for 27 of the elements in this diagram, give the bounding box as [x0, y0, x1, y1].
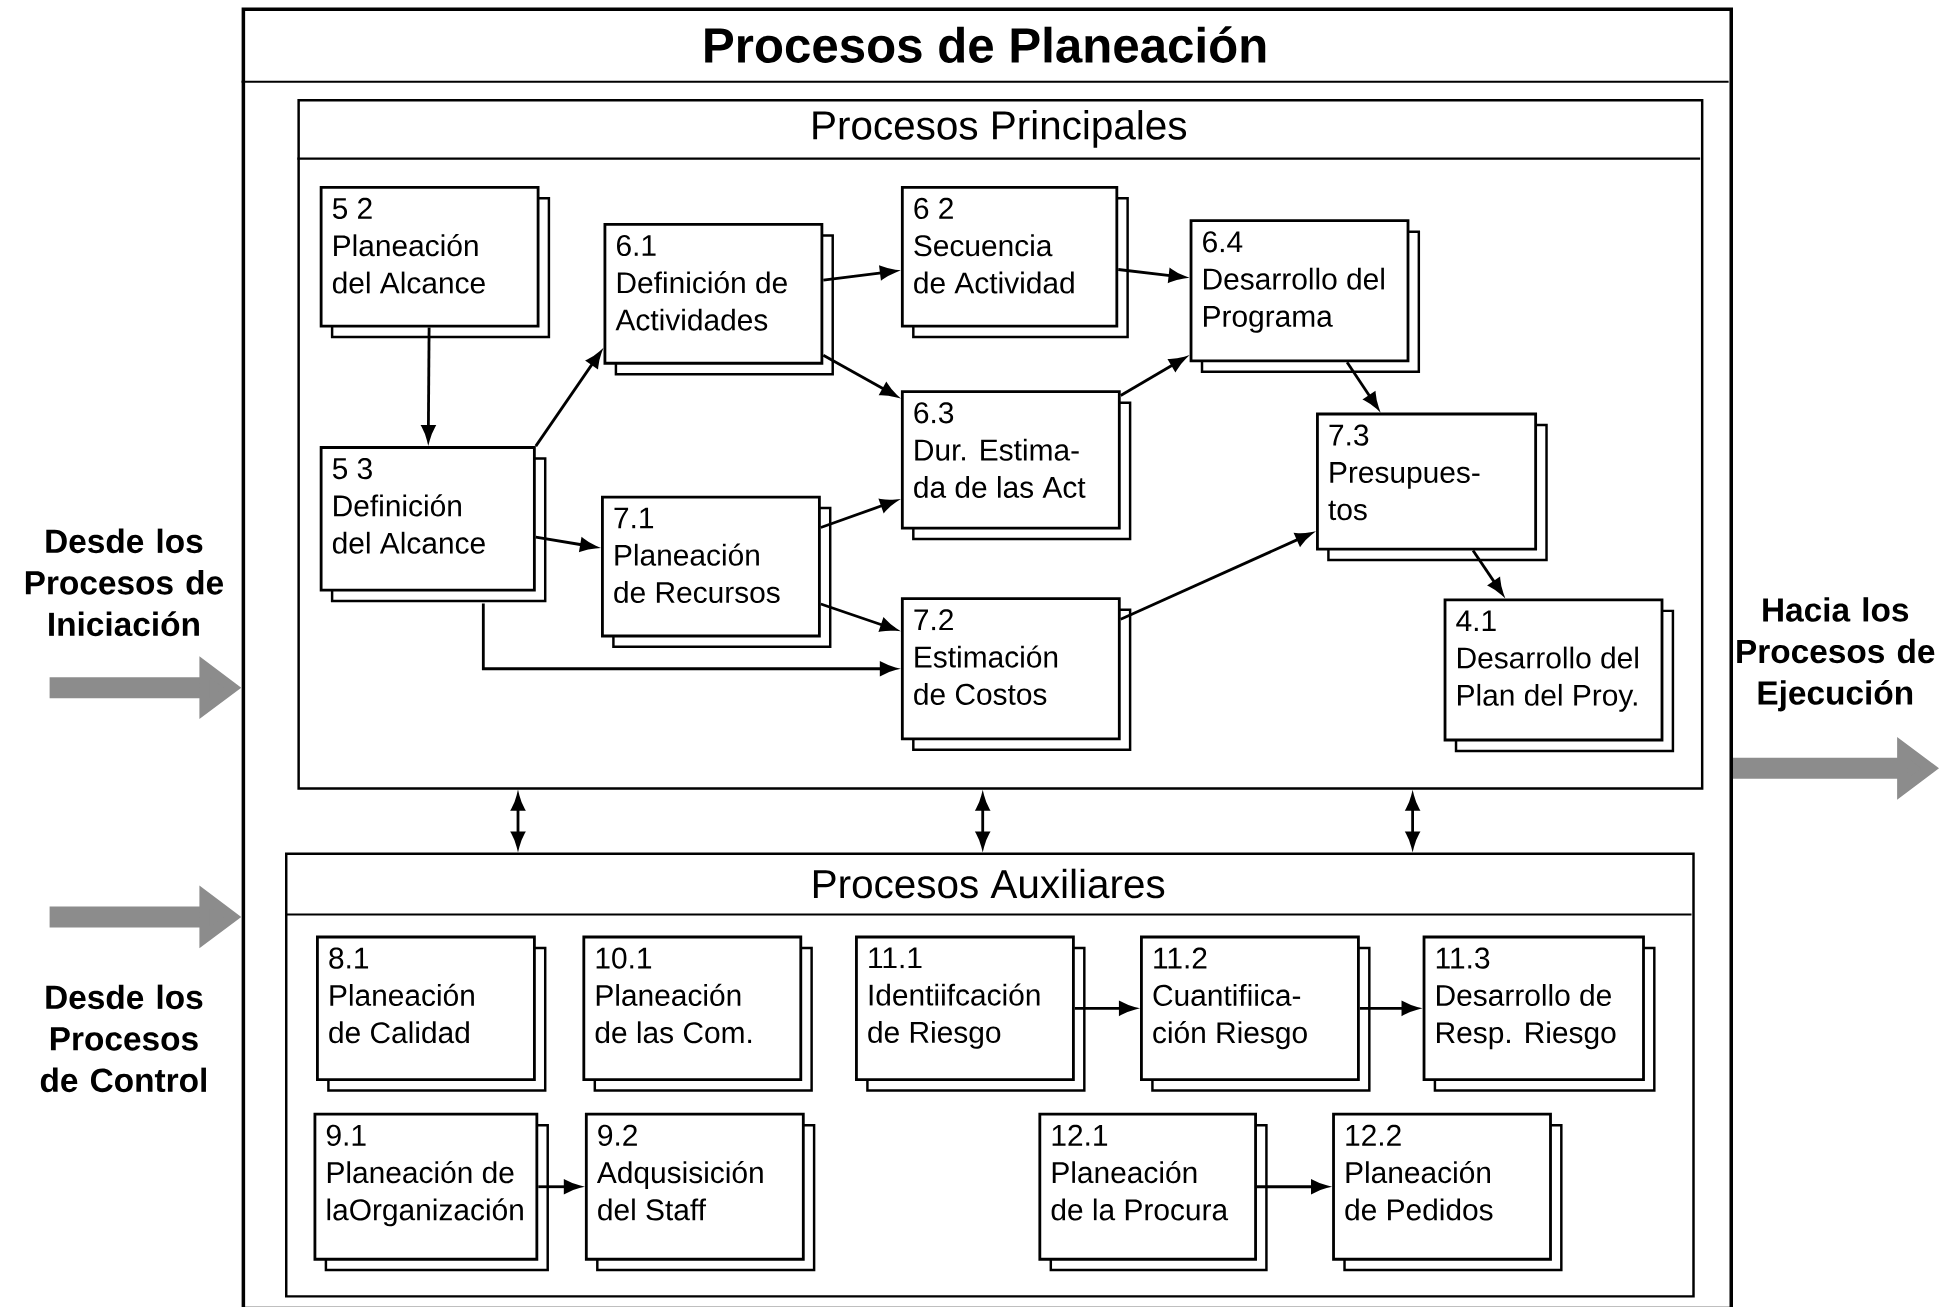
- process-box: 7.3 Presupues- tos: [1316, 412, 1548, 562]
- process-box: 9.1 Planeación de laOrganización: [313, 1112, 549, 1272]
- process-box: 11.1 Identiifcación de Riesgo: [855, 935, 1086, 1092]
- process-box: 7.2 Estimación de Costos: [900, 597, 1132, 751]
- edge-label: Hacia los Procesos de Ejecución: [1737, 597, 1935, 712]
- process-box: 6 2 Secuencia de Actividad: [900, 185, 1129, 339]
- process-box: 9.2 Adqusisición del Staff: [584, 1112, 816, 1272]
- process-box: 11.2 Cuantifiica- ción Riesgo: [1140, 935, 1371, 1092]
- arrow: [1471, 549, 1504, 596]
- process-box: 10.1 Planeación de las Com.: [582, 935, 813, 1092]
- process-box: 6.4 Desarrollo del Programa: [1189, 219, 1421, 373]
- arrow: [1345, 361, 1379, 410]
- arrow: [822, 354, 898, 398]
- process-box: 12.2 Planeación de Pedidos: [1332, 1112, 1563, 1272]
- process-box: 6.3 Dur. Estima- da de las Act: [900, 390, 1132, 541]
- arrow: [534, 351, 602, 447]
- process-box: 5 2 Planeación del Alcance: [319, 185, 551, 339]
- process-box: 6.1 Definición de Actividades: [603, 223, 834, 376]
- process-box: 11.3 Desarrollo de Resp. Riesgo: [1422, 935, 1656, 1092]
- process-box: 5 3 Definición del Alcance: [319, 446, 547, 603]
- process-box: 4.1 Desarrollo del Plan del Proy.: [1443, 598, 1675, 753]
- process-box: 12.1 Planeación de la Procura: [1038, 1112, 1268, 1272]
- process-box: 7.1 Planeación de Recursos: [601, 495, 832, 649]
- edge-label: Desde los Procesos de Control: [40, 984, 206, 1093]
- arrow: [1120, 356, 1187, 397]
- edge-label: Desde los Procesos de Iniciación: [25, 528, 223, 637]
- process-box: 8.1 Planeación de Calidad: [316, 935, 547, 1092]
